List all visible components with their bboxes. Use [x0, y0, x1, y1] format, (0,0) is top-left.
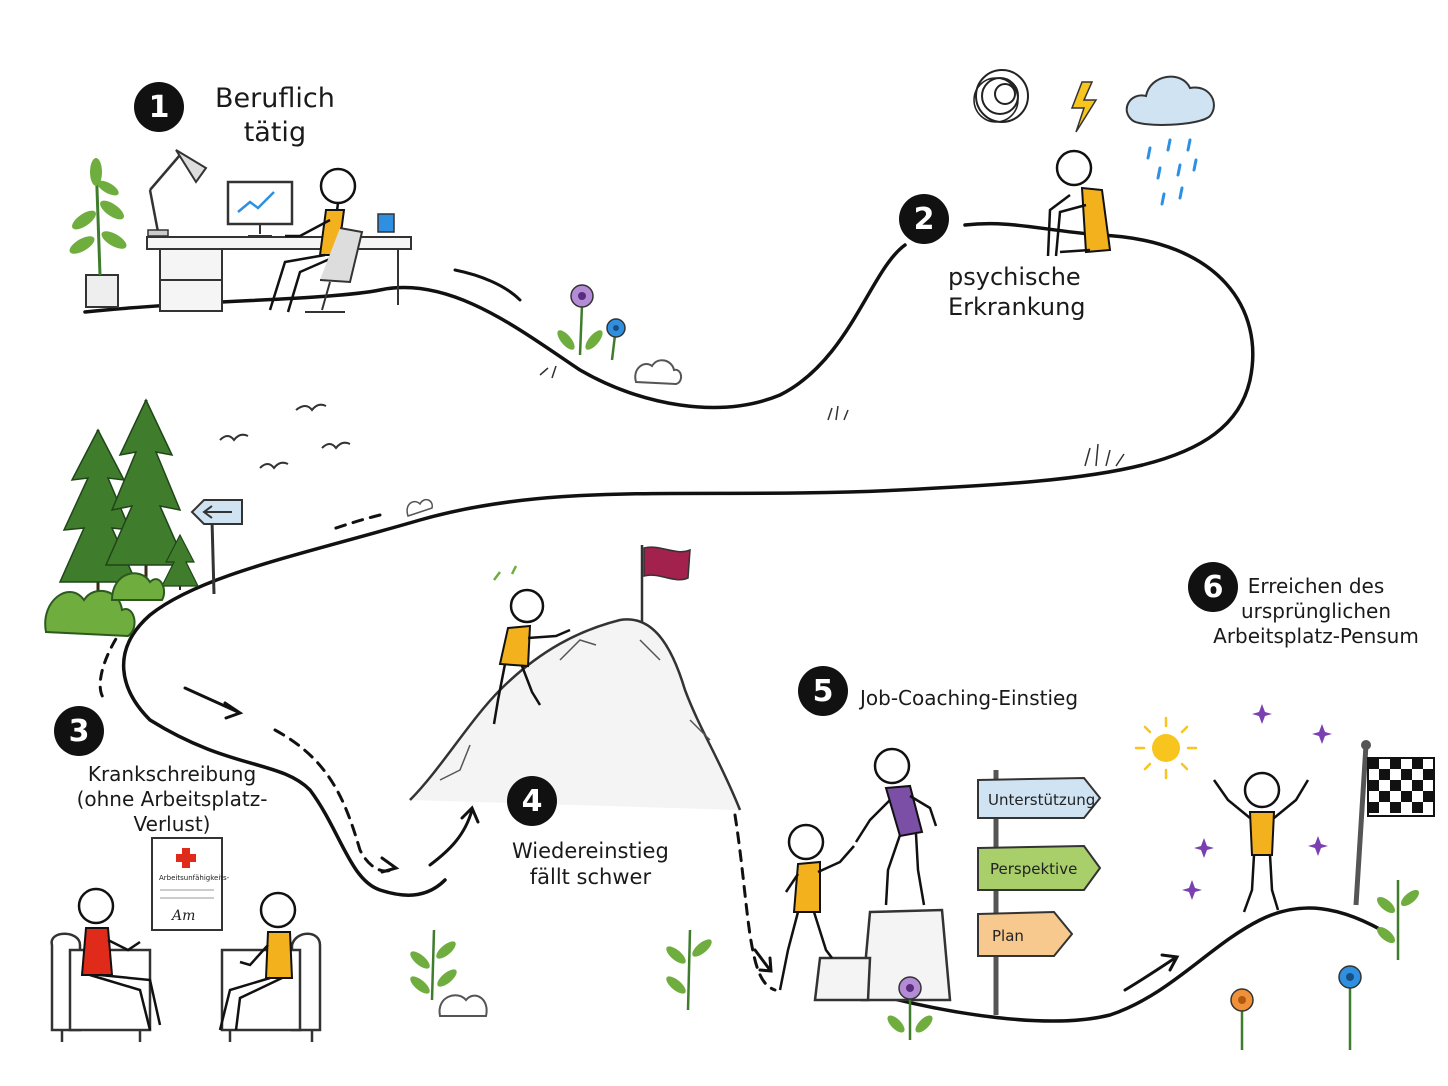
- journey-path-bottom: [858, 906, 1392, 1023]
- person-client: [778, 823, 855, 991]
- flower-icon: [1338, 965, 1362, 1050]
- journey-path-dashed-3: [98, 623, 127, 702]
- step-3-badge: 3: [54, 706, 104, 756]
- arrow-climb-up: [428, 805, 480, 867]
- step-1-label: Beruflich tätig: [215, 83, 335, 148]
- step-5-badge: 5: [798, 666, 848, 716]
- step-3-label: Krankschreibung (ohne Arbeitsplatz-Verlu…: [76, 762, 268, 836]
- office-scene: [69, 149, 412, 313]
- stone-pedestal: [813, 908, 952, 1002]
- sick-note-icon: Arbeitsunfähigkeits- Am: [151, 837, 230, 931]
- arrow-into-coaching: [753, 948, 773, 973]
- sick-note-signature: Am: [170, 908, 195, 924]
- step-5-label: Job-Coaching-Einstieg: [860, 686, 1079, 710]
- sign-support-label: Unterstützung: [988, 791, 1095, 809]
- plant-sprout: [410, 929, 457, 1001]
- potted-plant-icon: [69, 158, 127, 308]
- direction-sign-icon: [190, 499, 243, 595]
- bush-icon: [634, 359, 682, 386]
- flower-icon: [887, 976, 933, 1040]
- person-sitting-sad: [1046, 149, 1112, 257]
- bush-icon: [438, 994, 488, 1017]
- sun-icon: [1134, 716, 1198, 780]
- step-2-label: psychische Erkrankung: [948, 263, 1086, 321]
- rain-cloud-icon: [1125, 75, 1215, 206]
- pine-tree-icon: [104, 398, 188, 600]
- person-working: [268, 167, 357, 313]
- arrow-descent-head: [380, 856, 400, 874]
- bird-icon: [219, 403, 351, 470]
- step-4-label: Wiedereinstieg fällt schwer: [512, 839, 669, 890]
- flower-icon: [606, 318, 626, 361]
- sparkle-icon: [1182, 704, 1332, 900]
- plant-sprout: [1376, 880, 1420, 960]
- summit-flag-icon: [640, 545, 691, 622]
- journey-path-dashed-descent: [273, 728, 397, 873]
- step-4-badge: 4: [507, 776, 557, 826]
- coffee-mug-icon: [377, 213, 395, 233]
- storm-cloud-icon: [973, 69, 1029, 123]
- sick-note-title: Arbeitsunfähigkeits-: [159, 874, 230, 882]
- bush-icon: [406, 498, 433, 517]
- rocky-mountain-icon: [409, 618, 742, 811]
- arrow-to-goal: [1123, 953, 1180, 992]
- arrow-short: [183, 686, 244, 720]
- sign-perspective-label: Perspektive: [990, 860, 1077, 878]
- journey-path-upper-right: [122, 221, 1255, 897]
- red-cross-icon: [176, 848, 196, 868]
- office-chair-icon: [305, 227, 364, 313]
- step-6-badge: 6: [1188, 562, 1238, 612]
- step-2-badge: 2: [899, 194, 949, 244]
- step-6-label: Erreichen des ursprünglichen Arbeitsplat…: [1213, 574, 1419, 648]
- checkered-flag-icon: [1353, 740, 1435, 906]
- flower-icon: [557, 284, 603, 356]
- person-patient: [218, 891, 297, 1031]
- plant-sprout: [666, 929, 712, 1011]
- journey-path-mountain-descent: [733, 813, 777, 992]
- person-coach: [854, 747, 938, 906]
- desk-lamp-icon: [147, 149, 208, 237]
- grass-tuft: [539, 365, 1125, 467]
- person-climbing: [492, 565, 571, 725]
- sign-plan-label: Plan: [992, 927, 1024, 945]
- step-1-badge: 1: [134, 82, 184, 132]
- flower-icon: [1230, 988, 1254, 1050]
- person-celebrating: [1212, 771, 1310, 913]
- bush-icon: [44, 572, 166, 638]
- journey-path-dashed-left: [328, 513, 382, 532]
- person-doctor: [77, 887, 162, 1031]
- journey-path-dash-1: [453, 268, 522, 302]
- desk: [146, 236, 412, 250]
- signpost-icon: Unterstützung Perspektive Plan: [977, 770, 1102, 1015]
- lightning-icon: [1070, 81, 1098, 133]
- computer-monitor-icon: [226, 180, 294, 237]
- pine-tree-icon: [161, 533, 199, 590]
